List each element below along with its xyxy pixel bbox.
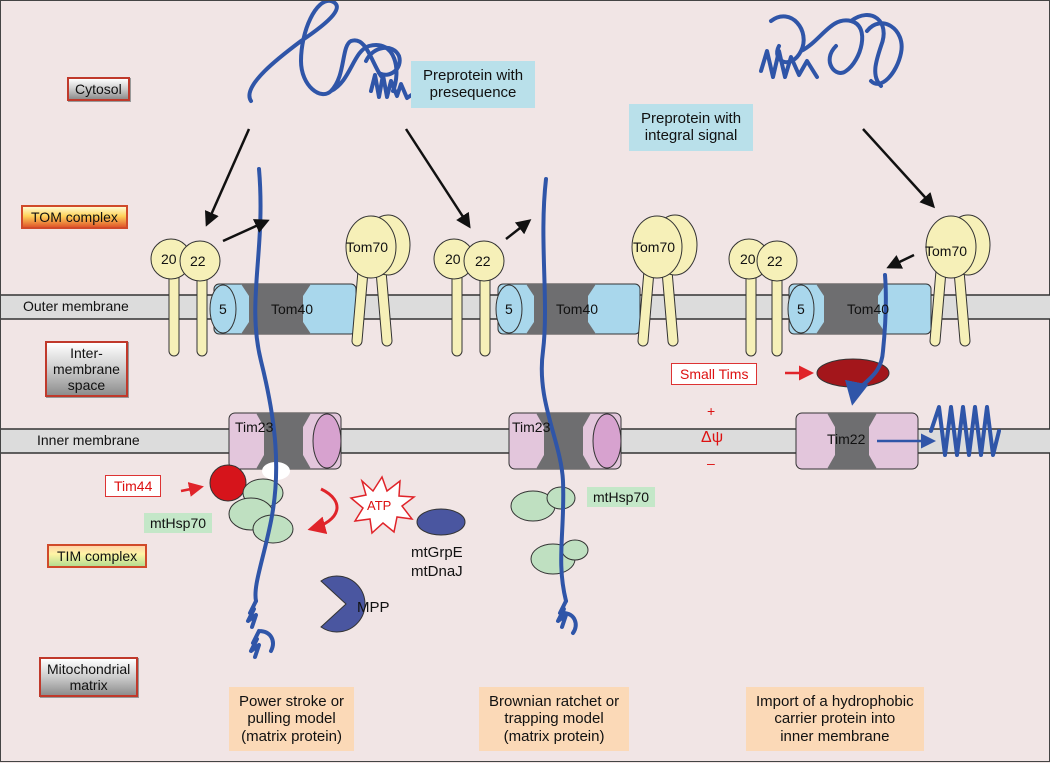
tim23-label-1: Tim23 <box>235 419 274 435</box>
mpp-protease <box>320 575 366 633</box>
preprotein-2 <box>539 177 578 635</box>
tom40-label-3: Tom40 <box>847 301 890 317</box>
tom20-label-1: 20 <box>161 251 177 267</box>
tom70-label-1: Tom70 <box>346 239 389 255</box>
arrows-3 <box>785 128 936 449</box>
delta-psi-label: Δψ <box>701 429 724 446</box>
outer-membrane-label: Outer membrane <box>23 298 129 314</box>
matrix-label: Mitochondrial matrix <box>39 657 139 698</box>
tom70-receptor-1 <box>345 214 411 347</box>
inner-membrane-label: Inner membrane <box>37 432 140 448</box>
cytosol-label: Cytosol <box>67 77 130 102</box>
tim-complex-label: TIM complex <box>47 544 148 569</box>
atp-burst <box>349 475 417 535</box>
tom20-22-receptors-2 <box>433 238 505 357</box>
tom40-channel-3 <box>787 283 932 335</box>
tom20-22-receptors-1 <box>150 238 221 357</box>
tom70-label-3: Tom70 <box>925 243 968 259</box>
mtgrpe-protein <box>416 508 466 536</box>
small-tims-complex <box>816 358 890 388</box>
mtdnaj-label: mtDnaJ <box>411 563 463 580</box>
tom40-label-2: Tom40 <box>556 301 599 317</box>
mtgrpe-label: mtGrpE <box>411 544 463 561</box>
tim22-label: Tim22 <box>827 431 866 447</box>
mthsp70-cluster-1 <box>209 462 294 544</box>
tom20-label-3: 20 <box>740 251 756 267</box>
tom20-label-2: 20 <box>445 251 461 267</box>
carrier-import-caption: Import of a hydrophobic carrier protein … <box>746 687 924 751</box>
tom40-channel-2 <box>495 283 641 335</box>
tim22-channel <box>795 412 919 470</box>
tom70-receptor-3 <box>925 214 991 347</box>
mthsp70-label-1: mtHsp70 <box>144 513 213 534</box>
tom40-label-1: Tom40 <box>271 301 314 317</box>
brownian-ratchet-caption: Brownian ratchet or trapping model (matr… <box>479 687 630 751</box>
potential-plus: + <box>707 403 716 419</box>
tom70-label-2: Tom70 <box>633 239 676 255</box>
tom5-label-2: 5 <box>505 301 513 317</box>
tom22-label-3: 22 <box>767 253 783 269</box>
tom70-receptor-2 <box>631 214 698 347</box>
preprotein-integral-note: Preprotein with integral signal <box>629 104 754 151</box>
tom20-22-receptors-3 <box>728 238 798 357</box>
mthsp70-label-2: mtHsp70 <box>587 487 656 508</box>
preprotein-3 <box>759 13 1001 457</box>
tom22-label-2: 22 <box>475 253 491 269</box>
preprotein-presequence-note: Preprotein with presequence <box>411 61 536 108</box>
arrows-2 <box>505 219 532 240</box>
tim23-channel-2 <box>508 412 622 470</box>
tim23-channel-1 <box>228 412 342 470</box>
power-stroke-caption: Power stroke or pulling model (matrix pr… <box>229 687 355 751</box>
tom-complex-label: TOM complex <box>21 205 128 230</box>
tim23-label-2: Tim23 <box>512 419 551 435</box>
tom5-label-3: 5 <box>797 301 805 317</box>
preprotein-1 <box>246 1 415 659</box>
potential-minus: – <box>707 455 715 471</box>
tim44-label: Tim44 <box>105 475 162 498</box>
tom40-channel-1 <box>209 283 357 335</box>
atp-label: ATP <box>367 498 392 513</box>
tom5-label-1: 5 <box>219 301 227 317</box>
tom22-label-1: 22 <box>190 253 206 269</box>
small-tims-label: Small Tims <box>671 363 758 386</box>
arrows-1 <box>180 128 471 534</box>
intermembrane-space-label: Inter- membrane space <box>45 341 128 398</box>
mthsp70-cluster-2 <box>510 486 589 575</box>
mpp-label: MPP <box>357 599 390 616</box>
